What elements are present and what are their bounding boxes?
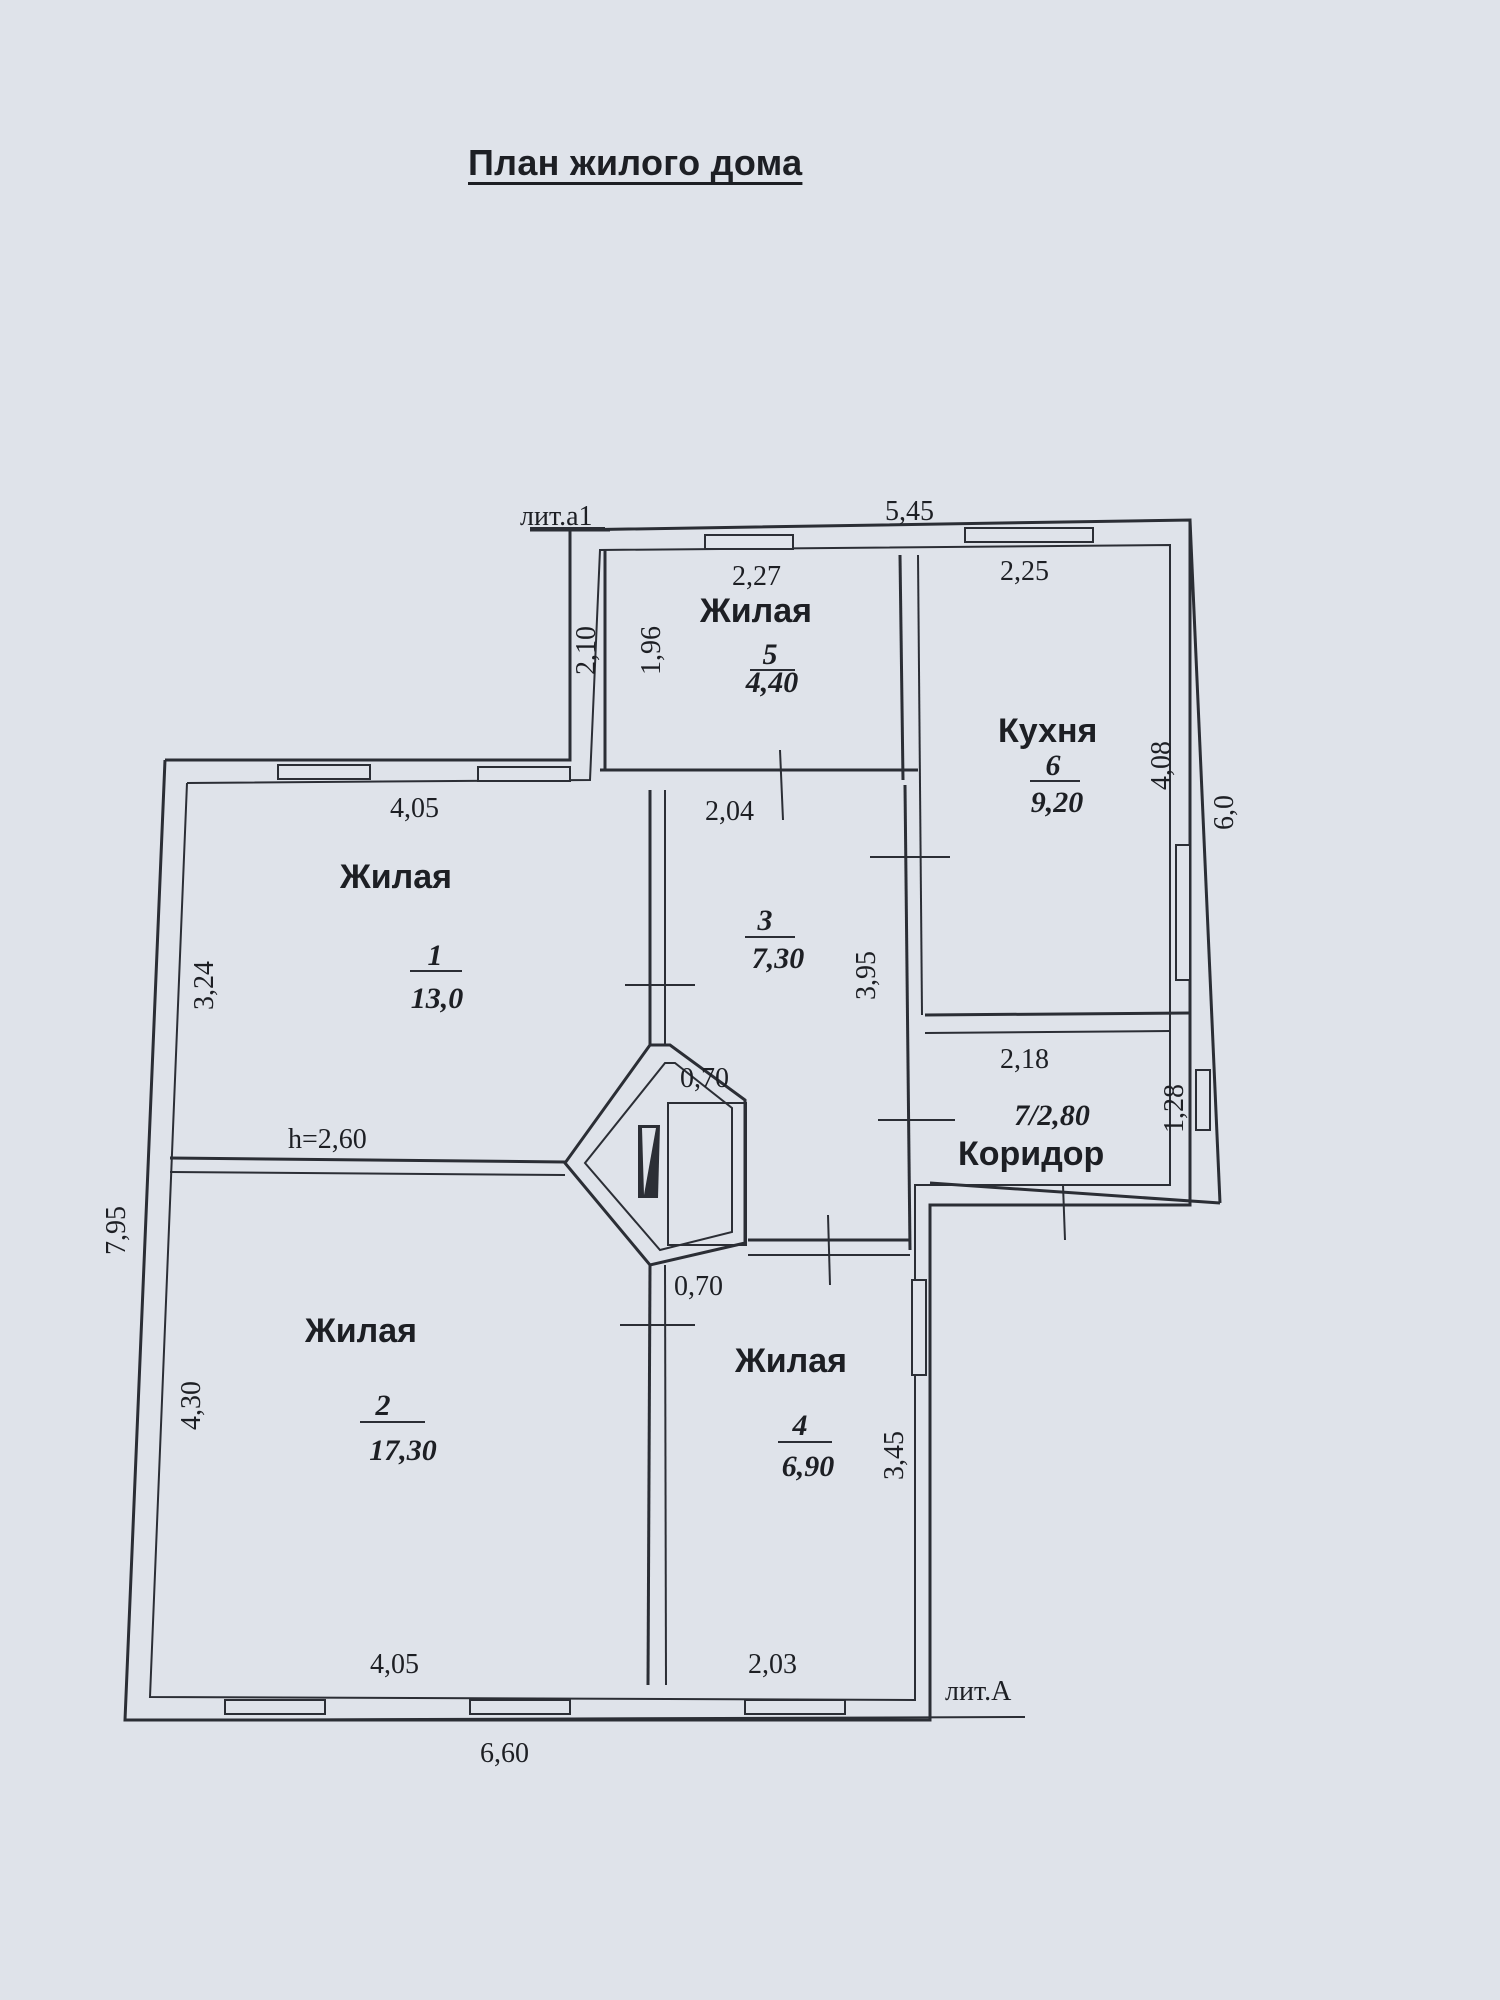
room-6-area: 9,20 [1031,786,1084,819]
room-4-number: 4 [792,1409,808,1442]
window-r5 [704,534,794,550]
room-3-area: 7,30 [752,942,805,975]
wall-r7-bottom [929,1181,1221,1205]
dim-r4-depth: 3,45 [879,1431,910,1480]
wall-r1-r2-inner [169,1171,566,1176]
stove-flue-highlight [642,1128,656,1195]
dim-r6-width: 2,25 [1000,556,1049,587]
dim-r1-width-top: 4,05 [390,793,439,824]
dim-r7-width: 2,18 [1000,1044,1049,1075]
door-r5-r3 [779,749,784,821]
wall-r3-r6 [903,784,912,1251]
window-r2-1 [224,1699,326,1715]
room-1-name: Жилая [339,858,452,896]
dim-r5-depth: 1,96 [636,626,667,675]
window-r1-2 [477,766,571,782]
dim-r4-width: 2,03 [748,1649,797,1680]
room-6-name: Кухня [998,712,1097,750]
wall-r6-r7-inner [924,1030,1171,1034]
room-5-number: 5 [763,638,778,671]
wall-r5-r6 [898,554,905,781]
lit-a-label: лит.А [945,1676,1012,1707]
dim-r7-depth: 1,28 [1159,1084,1190,1133]
dim-top-total: 5,45 [885,496,934,527]
dim-stove-bottom: 0,70 [674,1271,723,1302]
dim-r1-depth: 3,24 [189,961,220,1010]
room-2-area: 17,30 [369,1434,437,1467]
lit-a1-label: лит.а1 [520,501,593,532]
walls [123,518,1222,1722]
window-r4-right [911,1279,927,1376]
dim-left-total: 7,95 [101,1206,132,1255]
dim-line-bottom [124,1716,1026,1721]
window-r6-right [1175,844,1191,981]
windows [224,527,1211,1715]
room-7-name: Коридор [958,1135,1104,1173]
room-6-number: 6 [1046,749,1061,782]
dim-stove-top: 0,70 [680,1063,729,1094]
dim-r2-depth: 4,30 [176,1381,207,1430]
room-1-area: 13,0 [411,982,464,1015]
dim-right-total: 6,0 [1209,795,1240,830]
stove-firebox [667,1102,747,1246]
room-5-area: 4,40 [745,666,799,699]
window-r4 [744,1699,846,1715]
window-r6-top [964,527,1094,543]
wall-r2-r4 [646,1264,652,1686]
dim-lit-a1-depth: 2,10 [571,626,602,675]
wall-r2-r4-inner [664,1264,667,1686]
dim-r5-width: 2,27 [732,561,781,592]
room-4-name: Жилая [734,1342,847,1380]
room-4-area: 6,90 [782,1450,835,1483]
room-2-number: 2 [375,1389,391,1422]
wall-r6-left-inner [917,554,923,1016]
room-2-name: Жилая [304,1312,417,1350]
wall-right-outer [1188,519,1222,1204]
room-1-number: 1 [428,939,443,972]
wall-r1-r2 [169,1156,566,1164]
page-title: План жилого дома [468,142,803,183]
window-r7 [1195,1069,1211,1131]
room-5-name: Жилая [699,592,812,630]
window-r2-2 [469,1699,571,1715]
doors [124,749,1066,1721]
dim-r6-depth: 4,08 [1146,741,1177,790]
outer-wall-inner-line [148,543,1171,1702]
door-r3-r4 [827,1214,831,1286]
dim-r3-depth: 3,95 [851,951,882,1000]
room-7-label: 7/2,80 [1014,1099,1090,1132]
height-label: h=2,60 [288,1124,367,1155]
dim-bottom-total: 6,60 [480,1738,529,1769]
stove-inner [583,1062,733,1252]
dim-r2-width: 4,05 [370,1649,419,1680]
door-r7-outside [1062,1184,1066,1241]
room-3-number: 3 [757,904,773,937]
wall-r6-r7 [924,1011,1191,1017]
dim-r3-width: 2,04 [705,796,754,827]
window-r1-1 [277,764,371,780]
